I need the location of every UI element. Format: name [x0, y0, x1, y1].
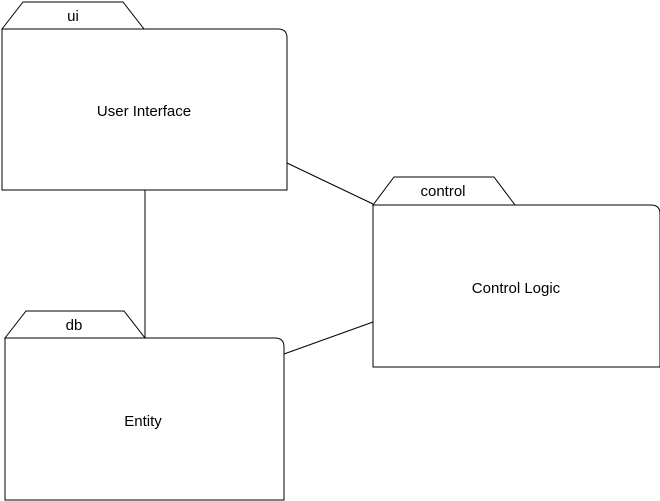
package-ui-tab-label: ui: [67, 8, 79, 25]
package-db-body-label: Entity: [124, 413, 162, 430]
package-db-body: [4, 337, 285, 501]
package-control: control Control Logic: [372, 176, 660, 368]
package-ui-body: [1, 28, 288, 191]
package-db-tab-label: db: [66, 317, 83, 334]
package-control-tab-label: control: [420, 183, 465, 200]
package-ui-body-label: User Interface: [97, 103, 191, 120]
package-control-body: [372, 204, 660, 368]
connector-db-control: [283, 321, 374, 355]
package-db: db Entity: [3, 310, 285, 501]
package-ui: ui User Interface: [0, 1, 288, 191]
package-control-body-label: Control Logic: [472, 280, 561, 297]
connector-ui-control: [286, 162, 374, 205]
